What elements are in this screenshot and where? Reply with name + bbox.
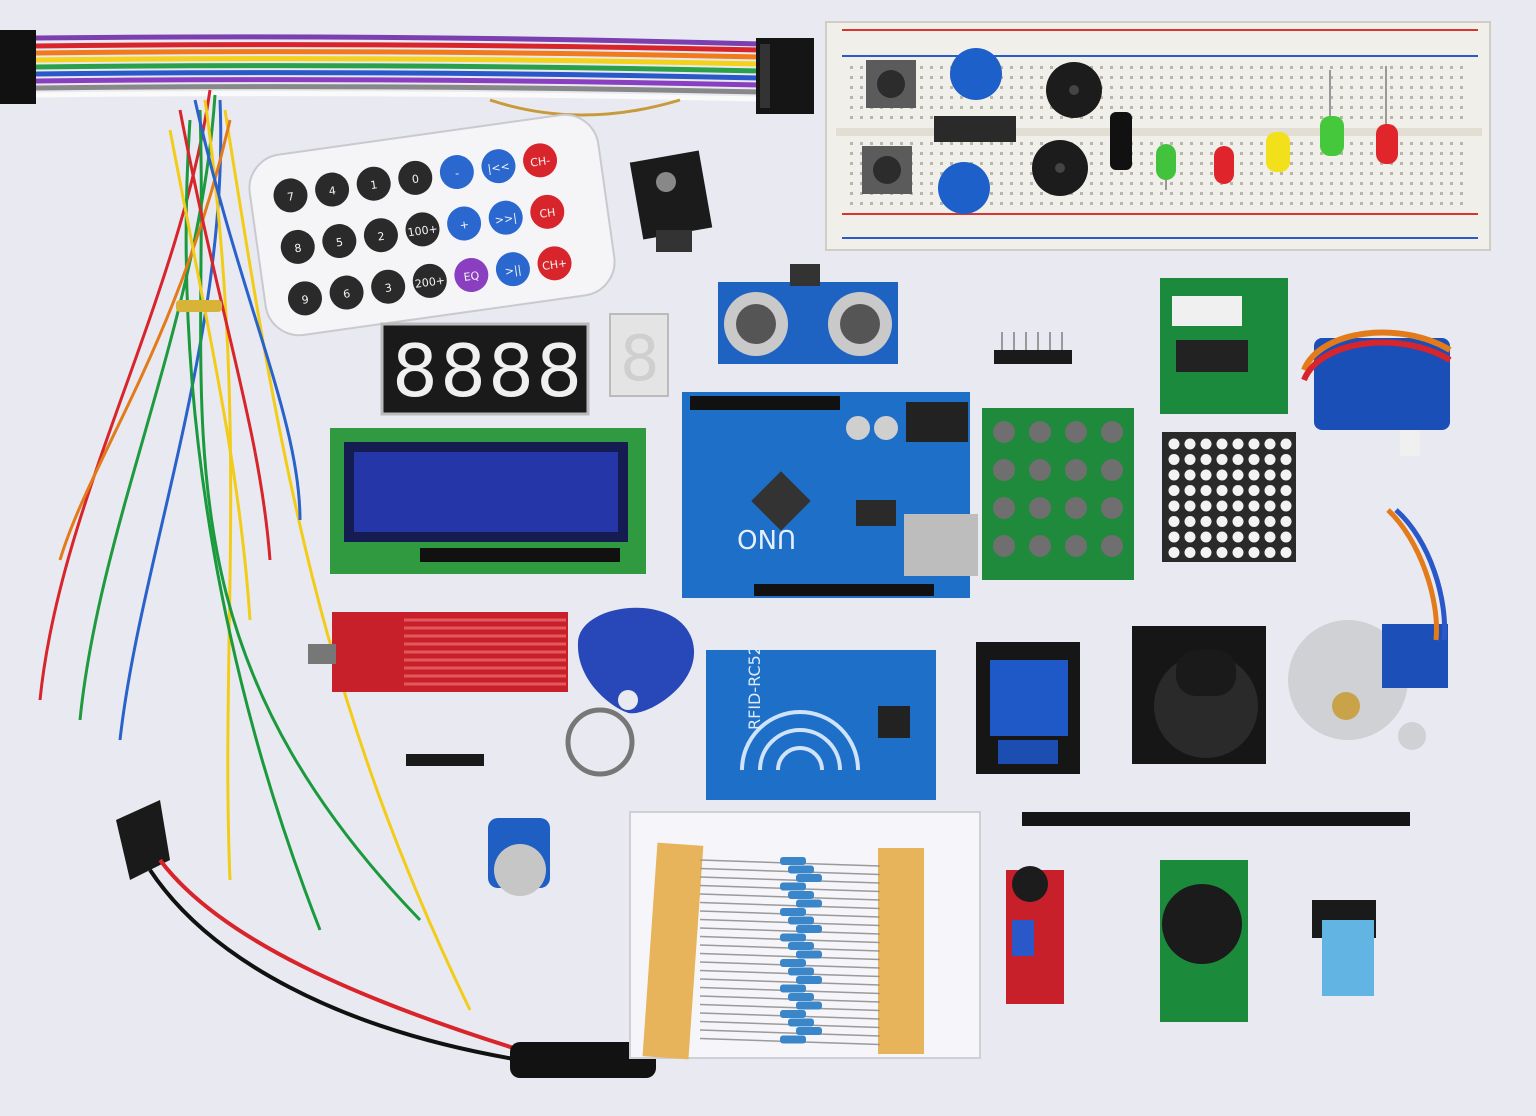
remote-key-label: EQ (463, 269, 481, 284)
remote-key-label: >|| (504, 263, 522, 278)
remote-key-label: |<< (487, 160, 511, 176)
buzzer-1 (1046, 62, 1102, 118)
tactile-button-1 (866, 60, 916, 108)
remote-key (405, 212, 440, 247)
ultrasonic-sensor (718, 264, 898, 364)
arduino-uno-board: UNO (682, 392, 978, 598)
pin-header-long (1022, 812, 1410, 826)
remote-key (356, 166, 391, 201)
remote-key (363, 218, 398, 253)
remote-key-label: CH+ (541, 257, 568, 273)
pin-header-small (994, 332, 1072, 364)
ic-chip (934, 116, 1016, 142)
stepper-driver-board (1160, 278, 1288, 414)
sound-sensor (1006, 866, 1064, 1004)
remote-key-label: 3 (384, 281, 393, 295)
servo-motor (1301, 329, 1452, 456)
remote-key (273, 178, 308, 213)
led-red-1 (1214, 146, 1234, 184)
potentiometer (488, 818, 550, 896)
blue-button-cap-1 (950, 48, 1002, 100)
rfid-label: RFID-RC522 (745, 635, 764, 730)
rfid-key-tag (565, 607, 695, 777)
remote-key (315, 172, 350, 207)
remote-key-label: 2 (377, 230, 386, 244)
remote-key (280, 229, 315, 264)
remote-key (447, 206, 482, 241)
relay-module (976, 642, 1080, 774)
remote-key (537, 246, 572, 281)
membrane-keypad (982, 408, 1134, 580)
led-green-1 (1156, 144, 1176, 190)
remote-key-label: 9 (301, 293, 310, 307)
breadboard (825, 21, 1491, 251)
remote-key-label: 1 (370, 178, 379, 192)
remote-key (530, 194, 565, 229)
remote-key-label: 7 (286, 190, 295, 204)
remote-key-label: 200+ (414, 274, 446, 291)
remote-key-label: 100+ (407, 222, 439, 239)
blue-button-cap-2 (938, 162, 990, 214)
remote-key (398, 160, 433, 195)
remote-key-label: CH (539, 206, 557, 221)
jumper-wire-bundle (38, 89, 472, 1011)
led-green-2 (1320, 70, 1344, 156)
tactile-button-2 (862, 146, 912, 194)
remote-key-label: 0 (411, 172, 420, 186)
battery-clip (116, 800, 656, 1078)
seg1-digit: 8 (620, 322, 659, 395)
joystick-module (1132, 626, 1266, 764)
rfid-reader: RFID-RC522 (706, 635, 936, 800)
ir-remote: CH- CH CH+ |<< >>| >|| - + EQ 0 100+ 200+ 1 2 3 4 5 6 7 8 9 (248, 113, 616, 337)
led-matrix-8x8 (1162, 432, 1296, 562)
four-digit-seven-segment: 8888 (380, 322, 590, 416)
water-level-sensor (308, 612, 568, 692)
dht11-sensor (1312, 900, 1376, 996)
remote-key-label: 8 (294, 241, 303, 255)
pin-header-short (406, 754, 484, 766)
remote-key (439, 155, 474, 190)
remote-key-label: 5 (335, 236, 344, 250)
remote-key (488, 200, 523, 235)
remote-key (371, 269, 406, 304)
remote-key (322, 224, 357, 259)
single-seven-segment: 8 (609, 313, 669, 397)
stepper-motor (1288, 508, 1448, 750)
tilt-switch (1110, 112, 1132, 170)
remote-key (481, 149, 516, 184)
remote-key-label: CH- (529, 154, 551, 170)
remote-key (287, 281, 322, 316)
remote-key (495, 252, 530, 287)
buzzer-2 (1032, 140, 1088, 196)
led-yellow (1266, 132, 1290, 172)
remote-key-label: - (454, 167, 460, 180)
remote-key-label: 4 (328, 184, 337, 198)
rtc-module (1160, 860, 1248, 1022)
remote-key (454, 258, 489, 293)
remote-key-label: >>| (494, 211, 518, 227)
ribbon-cable (0, 30, 814, 117)
remote-key (523, 143, 558, 178)
remote-key-label: 6 (342, 287, 351, 301)
lcd-16x2 (330, 428, 646, 574)
uno-label: UNO (737, 523, 796, 553)
resistor-bag (629, 811, 981, 1060)
remote-key (329, 275, 364, 310)
remote-key (412, 263, 447, 298)
ir-receiver-module (629, 150, 713, 252)
remote-key-label: + (459, 218, 470, 232)
led-red-2 (1376, 66, 1398, 164)
